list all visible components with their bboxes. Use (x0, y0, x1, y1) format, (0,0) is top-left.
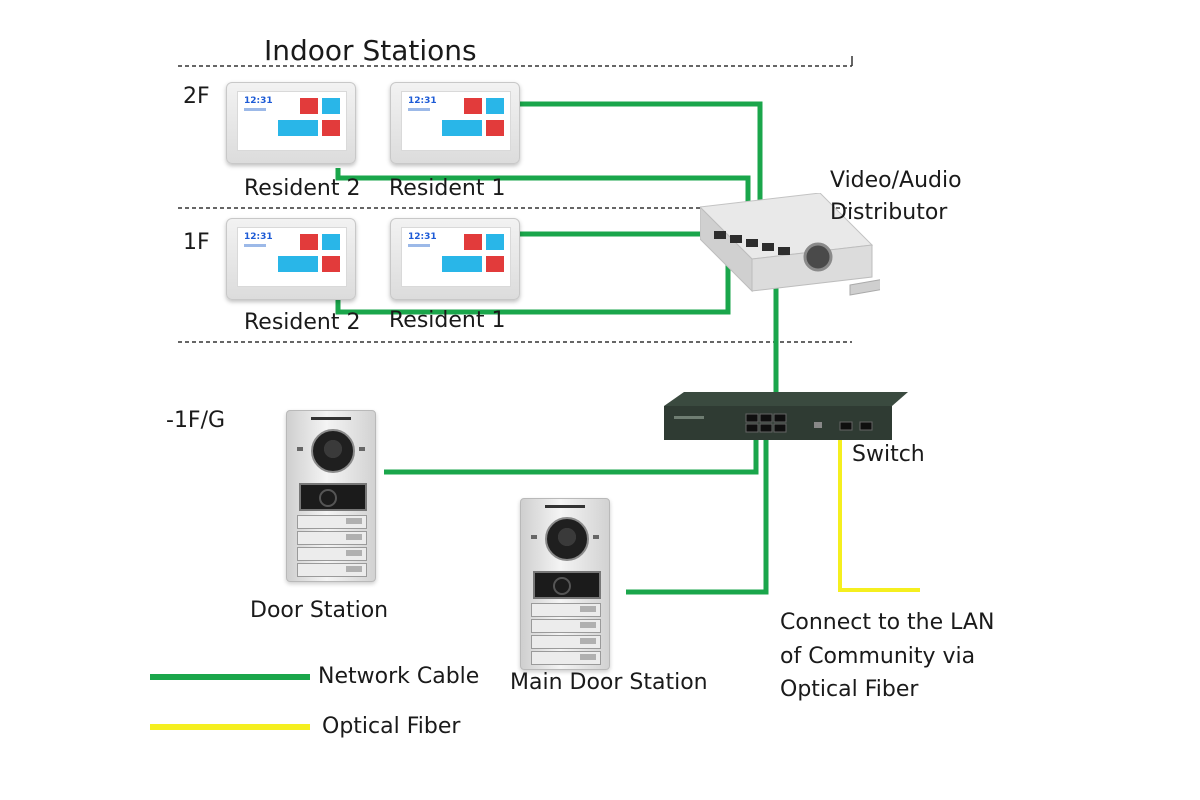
screen-clock: 12:31 (244, 232, 273, 242)
lan-note-line3: Optical Fiber (780, 677, 919, 702)
call-button (531, 619, 601, 633)
call-button (297, 563, 367, 577)
speaker-icon (359, 447, 365, 451)
resident-label-2f-2: Resident 2 (244, 176, 361, 201)
resident-label-1f-1: Resident 1 (389, 308, 506, 333)
lan-note-line2: of Community via (780, 644, 976, 669)
network-switch (664, 392, 908, 444)
lan-note-line1: Connect to the LAN (780, 610, 995, 635)
switch-device-icon (664, 392, 908, 440)
indoor-station-screen: 12:31 (401, 91, 511, 151)
indoor-station-screen: 12:31 (401, 227, 511, 287)
optical-fiber-line (838, 430, 920, 592)
tile-blue-icon (486, 98, 504, 114)
diagram-title: Indoor Stations (264, 34, 477, 67)
speaker-icon (593, 535, 599, 539)
door-station-label: Door Station (250, 598, 389, 623)
call-button (297, 515, 367, 529)
call-button (531, 635, 601, 649)
camera-icon (545, 517, 589, 561)
tile-red-icon (322, 256, 340, 272)
tile-red-icon (486, 256, 504, 272)
tile-blue-icon (486, 234, 504, 250)
main-door-station (520, 498, 610, 670)
cable-1f-resident-1 (520, 231, 718, 242)
tile-blue-icon (442, 120, 482, 136)
tile-red-icon (322, 120, 340, 136)
resident-label-2f-1: Resident 1 (389, 176, 506, 201)
card-reader-icon (533, 571, 601, 599)
screen-date-bar (408, 244, 430, 247)
tile-red-icon (300, 98, 318, 114)
tile-blue-icon (278, 120, 318, 136)
switch-label: Switch (852, 442, 925, 467)
video-audio-distributor (698, 192, 885, 303)
brand-mark (311, 417, 351, 420)
screen-date-bar (244, 244, 266, 247)
cable-2f-resident-1 (520, 101, 763, 246)
tile-blue-icon (442, 256, 482, 272)
tile-blue-icon (322, 98, 340, 114)
screen-clock: 12:31 (408, 232, 437, 242)
tile-blue-icon (322, 234, 340, 250)
microphone-icon (297, 447, 303, 451)
call-button (531, 603, 601, 617)
call-button (297, 531, 367, 545)
tile-red-icon (464, 234, 482, 250)
tile-red-icon (486, 120, 504, 136)
screen-date-bar (408, 108, 430, 111)
call-button (531, 651, 601, 665)
cable-1f-resident-2 (335, 244, 731, 315)
door-station (286, 410, 376, 582)
distributor-label-line1: Video/Audio (830, 168, 962, 193)
call-button (297, 547, 367, 561)
indoor-station-1f-resident-2: 12:31 (226, 218, 356, 300)
legend-optical-fiber-label: Optical Fiber (322, 714, 461, 739)
tile-blue-icon (278, 256, 318, 272)
main-door-station-label: Main Door Station (510, 670, 708, 695)
indoor-station-1f-resident-1: 12:31 (390, 218, 520, 300)
card-reader-icon (299, 483, 367, 511)
screen-date-bar (244, 108, 266, 111)
distributor-device-icon (698, 192, 885, 296)
indoor-station-2f-resident-1: 12:31 (390, 82, 520, 164)
indoor-station-2f-resident-2: 12:31 (226, 82, 356, 164)
legend-network-cable-label: Network Cable (318, 664, 480, 689)
distributor-label-line2: Distributor (830, 200, 948, 225)
cable-main-door-station (626, 424, 769, 595)
indoor-station-screen: 12:31 (237, 91, 347, 151)
floor-label-basement: -1F/G (166, 408, 226, 433)
indoor-station-screen: 12:31 (237, 227, 347, 287)
floor-label-2f: 2F (183, 84, 210, 109)
resident-label-1f-2: Resident 2 (244, 310, 361, 335)
tile-red-icon (464, 98, 482, 114)
tile-red-icon (300, 234, 318, 250)
screen-clock: 12:31 (408, 96, 437, 106)
screen-clock: 12:31 (244, 96, 273, 106)
microphone-icon (531, 535, 537, 539)
camera-icon (311, 429, 355, 473)
brand-mark (545, 505, 585, 508)
floor-label-1f: 1F (183, 230, 210, 255)
